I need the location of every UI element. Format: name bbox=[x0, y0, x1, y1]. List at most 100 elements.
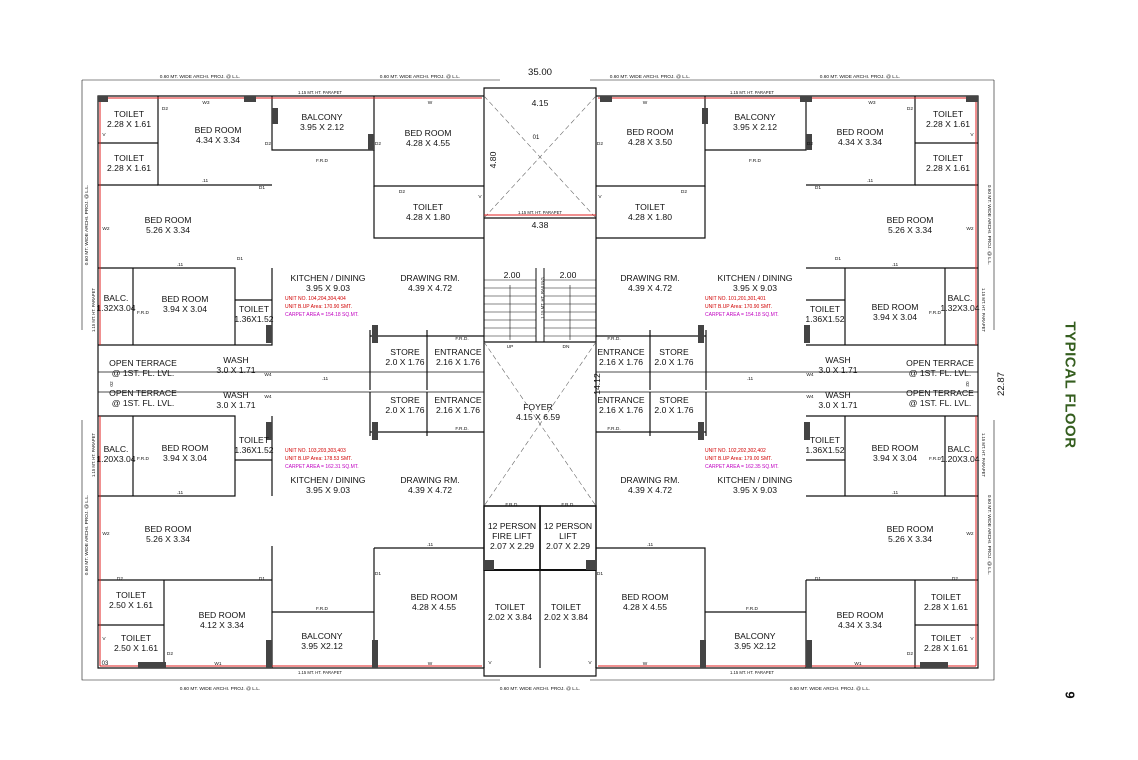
room-name: TOILET bbox=[933, 153, 964, 163]
room-dim: 2.07 X 2.29 bbox=[546, 541, 590, 551]
room-dim: @ 1ST. FL. LVL. bbox=[909, 398, 972, 408]
room-name: BALCONY bbox=[734, 631, 775, 641]
overall-width-dim: 35.00 bbox=[528, 67, 552, 78]
room-dim: 4.34 X 3.34 bbox=[838, 137, 882, 147]
tag-d2-nw-d: D2 bbox=[399, 189, 405, 195]
room-name: BED ROOM bbox=[405, 128, 452, 138]
tag-d1-sw: D1 bbox=[259, 576, 265, 582]
room-name: BED ROOM bbox=[627, 127, 674, 137]
room-name: TOILET bbox=[635, 202, 666, 212]
unit-nw-carpet: CARPET AREA = 154.18 SQ.MT. bbox=[285, 312, 359, 318]
unit-ne-no: UNIT NO. 101,201,301,401 bbox=[705, 296, 766, 302]
stair-up: UP bbox=[507, 344, 514, 350]
unit-nw-no: UNIT NO. 104,204,304,404 bbox=[285, 296, 346, 302]
tag-w2-se: W2 bbox=[966, 531, 974, 537]
proj-note-right-2: 0.60 MT. WIDE ARCHI. PROJ. @ L.L. bbox=[986, 495, 992, 576]
proj-note-top-1: 0.60 MT. WIDE ARCHI. PROJ. @ L.L. bbox=[160, 74, 241, 80]
unit-se-carpet: CARPET AREA = 162.35 SQ.MT. bbox=[705, 464, 779, 470]
proj-note-top-3: 0.60 MT. WIDE ARCHI. PROJ. @ L.L. bbox=[610, 74, 691, 80]
core-width-dim: 4.15 bbox=[532, 98, 549, 108]
frd-se-2: F.R.D bbox=[929, 456, 942, 462]
room-dim: 3.95 X 2.12 bbox=[300, 122, 344, 132]
room-name: FOYER bbox=[523, 402, 553, 412]
room-name: STORE bbox=[390, 395, 420, 405]
stair-width-1: 2.00 bbox=[504, 270, 521, 280]
room-dim: 4.39 X 4.72 bbox=[408, 283, 452, 293]
tag-w2-sw: W2 bbox=[102, 531, 110, 537]
tag-w3-ne: W3 bbox=[868, 100, 876, 106]
tag-w4-ne: W4 bbox=[806, 372, 814, 378]
room-dim: 3.0 X 1.71 bbox=[216, 365, 255, 375]
railing-note: 1.15 MT. HT. RAILING bbox=[540, 277, 545, 318]
tag-w-nw: W bbox=[428, 100, 433, 106]
room-dim: 3.0 X 1.71 bbox=[818, 400, 857, 410]
room-dim: 2.02 X 3.84 bbox=[544, 612, 588, 622]
lift-label: 12 PERSON bbox=[544, 521, 592, 531]
tag-v-sw: V bbox=[102, 636, 106, 642]
room-dim: 4.28 X 1.80 bbox=[628, 212, 672, 222]
room-name: BED ROOM bbox=[145, 524, 192, 534]
parapet-note-bot-l: 1.15 MT. HT. PARAPET bbox=[298, 670, 342, 675]
room-name: TOILET bbox=[239, 435, 270, 445]
core-depth-dim: 14.12 bbox=[592, 373, 602, 395]
room-dim: 1.36X1.52 bbox=[234, 314, 273, 324]
room-dim: 2.0 X 1.76 bbox=[385, 357, 424, 367]
parapet-note-left-1: 1.15 MT. HT. PARAPET bbox=[91, 288, 96, 332]
tag-v-core-1: V bbox=[488, 660, 492, 666]
room-dim: 4.12 X 3.34 bbox=[200, 620, 244, 630]
room-dim: 2.28 X 1.61 bbox=[107, 119, 151, 129]
room-name: KITCHEN / DINING bbox=[718, 273, 793, 283]
room-dim: 1.36X1.52 bbox=[805, 314, 844, 324]
tag-11-nw-c: .11 bbox=[322, 376, 329, 382]
tag-d2-se: D2 bbox=[952, 576, 958, 582]
tag-d1-ne: D1 bbox=[815, 185, 821, 191]
tag-v-nw: V bbox=[102, 132, 106, 138]
room-name: WASH bbox=[223, 390, 248, 400]
proj-note-top-4: 0.60 MT. WIDE ARCHI. PROJ. @ L.L. bbox=[820, 74, 901, 80]
parapet-lines bbox=[99, 97, 977, 667]
room-name: TOILET bbox=[413, 202, 444, 212]
room-dim: 5.26 X 3.34 bbox=[888, 534, 932, 544]
room-name: STORE bbox=[659, 395, 689, 405]
frd-ne-2: F.R.D bbox=[929, 310, 942, 316]
room-dim: 2.16 X 1.76 bbox=[436, 357, 480, 367]
tag-d1-ne-b: D1 bbox=[835, 256, 841, 262]
room-dim: 2.28 X 1.61 bbox=[924, 602, 968, 612]
room-name: TOILET bbox=[810, 304, 841, 314]
parapet-note-bot-r: 1.15 MT. HT. PARAPET bbox=[730, 670, 774, 675]
unit-sw-no: UNIT NO. 103,203,303,403 bbox=[285, 448, 346, 454]
frd-nw-2: F.R.D bbox=[137, 310, 150, 316]
tag-11-nw-b: .11 bbox=[177, 262, 184, 268]
room-dim: 1.36X1.52 bbox=[805, 445, 844, 455]
unit-ne-bup: UNIT B.UP Area: 170.90 SMT. bbox=[705, 304, 772, 310]
tag-w2-ne: W2 bbox=[966, 226, 974, 232]
room-name: TOILET bbox=[116, 590, 147, 600]
stair-dn: DN bbox=[563, 344, 570, 350]
room-dim: 5.26 X 3.34 bbox=[888, 225, 932, 235]
room-dim: 2.28 X 1.61 bbox=[924, 643, 968, 653]
tag-11-sw-b: .11 bbox=[427, 542, 434, 548]
tag-w4-se: W4 bbox=[806, 394, 814, 400]
tag-w2-nw: W2 bbox=[102, 226, 110, 232]
room-name: TOILET bbox=[239, 304, 270, 314]
terrace-dim-nw: 02 bbox=[109, 381, 115, 387]
room-dim: 5.26 X 3.34 bbox=[146, 225, 190, 235]
room-name: DRAWING RM. bbox=[400, 273, 459, 283]
core-slab-dim: 4.38 bbox=[532, 220, 549, 230]
tag-d2-sw: D2 bbox=[117, 576, 123, 582]
room-dim: 3.95 X 9.03 bbox=[733, 283, 777, 293]
room-name: ENTRANCE bbox=[597, 347, 645, 357]
room-name: OPEN TERRACE bbox=[109, 358, 177, 368]
room-dim: 2.28 X 1.61 bbox=[926, 119, 970, 129]
room-name: STORE bbox=[390, 347, 420, 357]
room-dim: 4.39 X 4.72 bbox=[408, 485, 452, 495]
unit-nw-bup: UNIT B.UP Area: 170.90 SMT. bbox=[285, 304, 352, 310]
terrace-dim-ne: 02 bbox=[964, 381, 970, 387]
room-dim: 4.28 X 4.55 bbox=[412, 602, 456, 612]
room-name: BALCONY bbox=[301, 112, 342, 122]
room-name: WASH bbox=[825, 355, 850, 365]
outline-walls bbox=[81, 79, 995, 681]
core-height-dim: 4.80 bbox=[488, 151, 498, 168]
room-name: BED ROOM bbox=[162, 443, 209, 453]
room-name: BED ROOM bbox=[162, 294, 209, 304]
